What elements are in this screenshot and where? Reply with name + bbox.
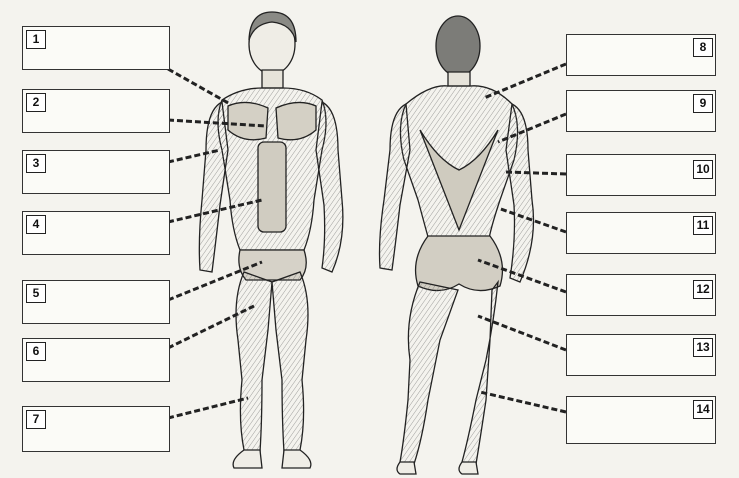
front-neck (262, 70, 283, 88)
front-leg-left (236, 272, 272, 452)
label-number-6: 6 (26, 342, 46, 361)
leader-line-8 (484, 64, 566, 98)
back-head (436, 16, 480, 76)
back-neck (448, 72, 470, 86)
leader-line-14 (480, 392, 566, 412)
front-abdomen (258, 142, 286, 232)
label-number-3: 3 (26, 154, 46, 173)
label-number-5: 5 (26, 284, 46, 303)
label-number-14: 14 (693, 400, 713, 419)
label-number-8: 8 (693, 38, 713, 57)
back-body-figure (380, 16, 534, 474)
label-number-7: 7 (26, 410, 46, 429)
back-arm-left (380, 104, 411, 270)
label-number-11: 11 (693, 216, 713, 235)
label-number-12: 12 (693, 280, 713, 299)
front-foot-right (282, 450, 311, 468)
front-leg-right (272, 272, 308, 452)
back-foot-left (397, 462, 416, 474)
label-number-13: 13 (693, 338, 713, 357)
front-arm-right (316, 102, 343, 272)
label-number-2: 2 (26, 93, 46, 112)
leader-line-7 (168, 398, 248, 418)
back-leg-left (400, 282, 458, 464)
back-foot-right (459, 462, 478, 474)
label-number-1: 1 (26, 30, 46, 49)
leader-line-1 (168, 69, 230, 104)
front-pectoral-left (228, 102, 268, 139)
label-number-10: 10 (693, 160, 713, 179)
front-body-figure (199, 12, 343, 468)
back-leg-right (462, 282, 498, 464)
label-number-9: 9 (693, 94, 713, 113)
label-number-4: 4 (26, 215, 46, 234)
front-arm-left (199, 102, 228, 272)
front-pectoral-right (276, 102, 316, 139)
front-foot-left (233, 450, 262, 468)
